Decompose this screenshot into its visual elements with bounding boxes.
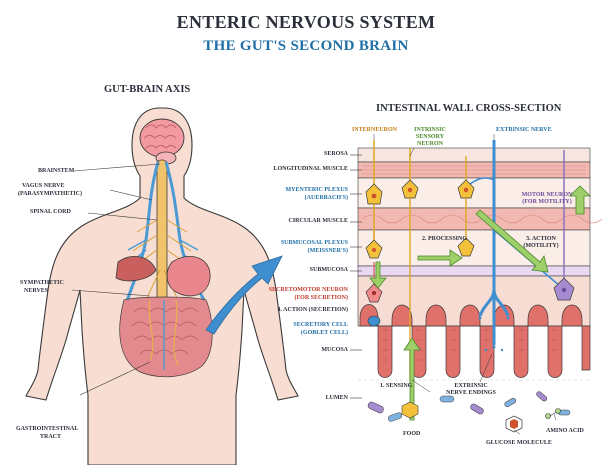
label-intrinsic: INTRINSIC [414, 127, 446, 133]
label-gi-tract-2: TRACT [40, 434, 62, 440]
label-sympathetic: SYMPATHETIC [20, 280, 64, 286]
liver [115, 256, 157, 282]
label-brainstem: BRAINSTEM [38, 168, 75, 174]
label-processing: 2. PROCESSING [422, 236, 468, 242]
label-glucose-molecule: GLUCOSE MOLECULE [486, 440, 552, 446]
label-lumen: LUMEN [325, 395, 348, 401]
label-sympathetic-nerves: NERVES [24, 288, 49, 294]
label-action-motility: (MOTILITY) [523, 243, 559, 249]
label-secretomotor-neuron: SECRETOMOTOR NEURON [268, 287, 348, 293]
glucose-molecule-icon [505, 415, 523, 433]
label-vagus-nerve: VAGUS NERVE [22, 183, 65, 189]
label-sensory: SENSORY [415, 134, 445, 140]
label-circular-muscle: CIRCULAR MUSCLE [288, 218, 348, 224]
label-vagus-parasympathetic: (PARASYMPATHETIC) [18, 191, 82, 197]
label-sensing: 1. SENSING [380, 383, 413, 389]
label-goblet-cell: (GOBLET CELL) [300, 330, 348, 336]
villi [359, 304, 591, 378]
submucosal-plexus-layer [357, 229, 591, 267]
label-submucosa: SUBMUCOSA [309, 267, 348, 273]
myenteric-neuron-icon [457, 156, 475, 257]
label-food: FOOD [403, 431, 421, 437]
label-longitudinal-muscle: LONGITUDINAL MUSCLE [273, 166, 348, 172]
extrinsic-nerve [478, 140, 510, 345]
lumen-molecules [367, 391, 571, 422]
label-interneuron: INTERNEURON [352, 127, 398, 133]
label-serosa: SEROSA [323, 151, 348, 157]
label-myenteric-plexus: MYENTERIC PLEXUS [285, 187, 348, 193]
interneuron-icon [365, 140, 383, 259]
label-mucosa: MUCOSA [321, 347, 348, 353]
circular-muscle-layer [357, 207, 591, 231]
gut-brain-axis-heading: GUT-BRAIN AXIS [104, 84, 191, 95]
label-spinal-cord: SPINAL CORD [30, 209, 71, 215]
submucosa-layer [357, 265, 591, 277]
page-title: ENTERIC NERVOUS SYSTEM [176, 12, 436, 32]
cross-section-heading: INTESTINAL WALL CROSS-SECTION [376, 103, 562, 114]
label-gi-tract-1: GASTROINTESTINAL [16, 426, 79, 432]
label-amino-acid: AMINO ACID [546, 428, 584, 434]
intestines-icon [119, 296, 213, 378]
label-submucosal-plexus: SUBMUCOSAL PLEXUS [280, 240, 348, 246]
spinal-cord [156, 159, 168, 311]
label-motor-neuron: MOTOR NEURON [521, 192, 573, 198]
label-neuron: NEURON [416, 141, 443, 147]
motor-neuron-icon [553, 150, 575, 301]
page-subtitle: THE GUT'S SECOND BRAIN [203, 38, 409, 54]
label-myenteric-auerbach: (AUERBACH'S) [304, 195, 348, 201]
zoom-arrow [205, 255, 283, 335]
stomach [166, 255, 211, 297]
label-for-motility: (FOR MOTILITY) [522, 199, 572, 205]
label-action-secretion: 4. ACTION (SECRETION) [277, 307, 348, 313]
label-secretomotor-for-secretion: (FOR SECRETION) [294, 295, 348, 301]
label-secretory-cell: SECRETORY CELL [293, 322, 348, 328]
goblet-cell-icon [367, 315, 381, 327]
step-arrows [369, 185, 591, 421]
label-submucosal-meissner: (MEISSNER'S) [307, 248, 348, 254]
serosa-layer [357, 147, 591, 163]
label-extrinsic-nerve: EXTRINSIC NERVE [496, 127, 552, 133]
label-extrinsic-endings-2: NERVE ENDINGS [446, 390, 496, 396]
label-action-3: 3. ACTION [526, 236, 556, 242]
amino-acid-icon [545, 408, 561, 419]
label-extrinsic-endings-1: EXTRINSIC [454, 383, 488, 389]
myenteric-plexus-layer [357, 177, 591, 209]
